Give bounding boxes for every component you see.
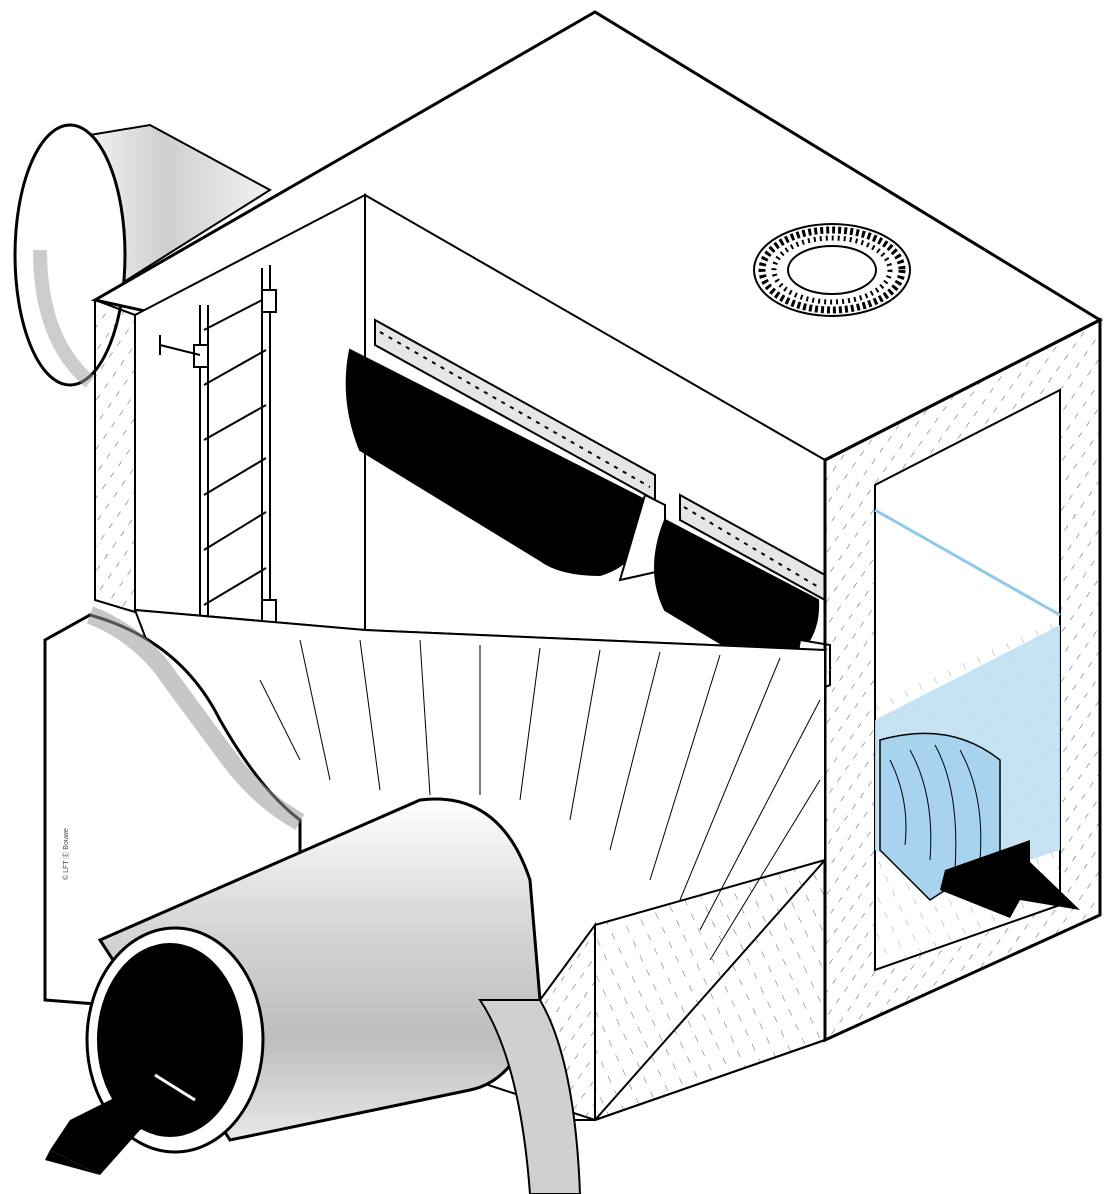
credit-text: © LFT Ⓔ Bouwe: [62, 828, 70, 880]
overflow-water: [874, 508, 1061, 901]
manhole-cover-icon: [753, 223, 911, 317]
overflow-arrow-icon: [940, 840, 1080, 918]
weir-flap-large: [345, 318, 666, 582]
outlet-pipe: [85, 797, 582, 1194]
outflow-arrow-icon: [45, 1073, 196, 1175]
left-wall: [94, 193, 366, 632]
